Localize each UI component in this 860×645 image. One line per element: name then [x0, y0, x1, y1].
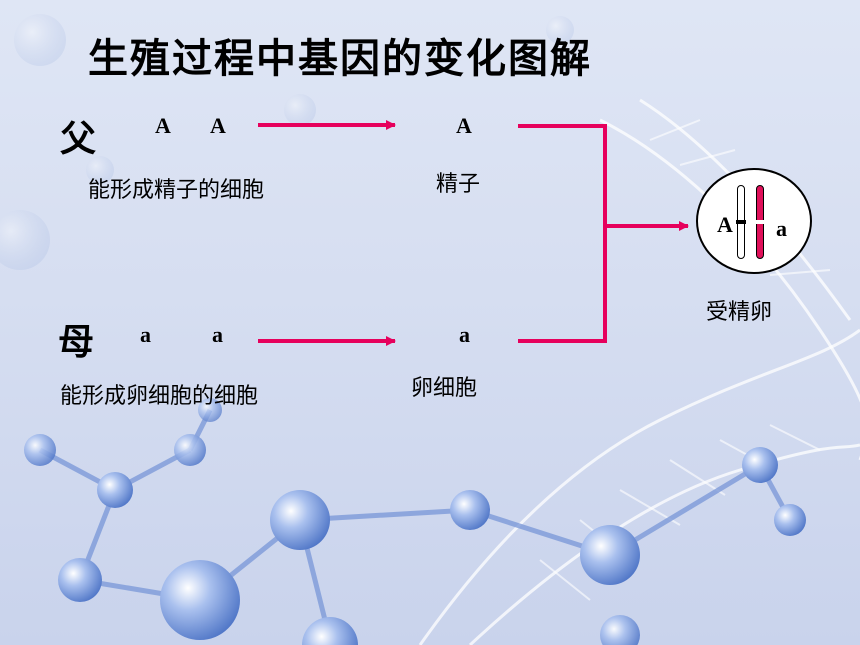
father-allele-1: A: [155, 113, 171, 138]
mother-allele-1: a: [140, 322, 151, 347]
maternal-gene-locus: [755, 220, 765, 224]
father-cell-label: 能形成精子的细胞: [88, 178, 265, 203]
mother-label: 母: [58, 322, 95, 363]
mother-cell-label: 能形成卵细胞的细胞: [60, 384, 259, 409]
sperm-label: 精子: [436, 172, 481, 197]
father-allele-2: A: [210, 113, 226, 138]
mother-allele-2: a: [212, 322, 223, 347]
fertilization-bracket: [518, 124, 607, 343]
zygote-label: 受精卵: [706, 300, 773, 325]
zygote-allele-left: A: [717, 212, 733, 237]
zygote-circle: [696, 168, 812, 274]
father-label: 父: [60, 119, 97, 160]
zygote-allele-right: a: [776, 216, 787, 241]
egg-allele: a: [459, 322, 470, 347]
page-title: 生殖过程中基因的变化图解: [88, 36, 592, 82]
paternal-gene-locus: [736, 220, 746, 224]
sperm-allele: A: [456, 113, 472, 138]
egg-label: 卵细胞: [411, 376, 478, 401]
